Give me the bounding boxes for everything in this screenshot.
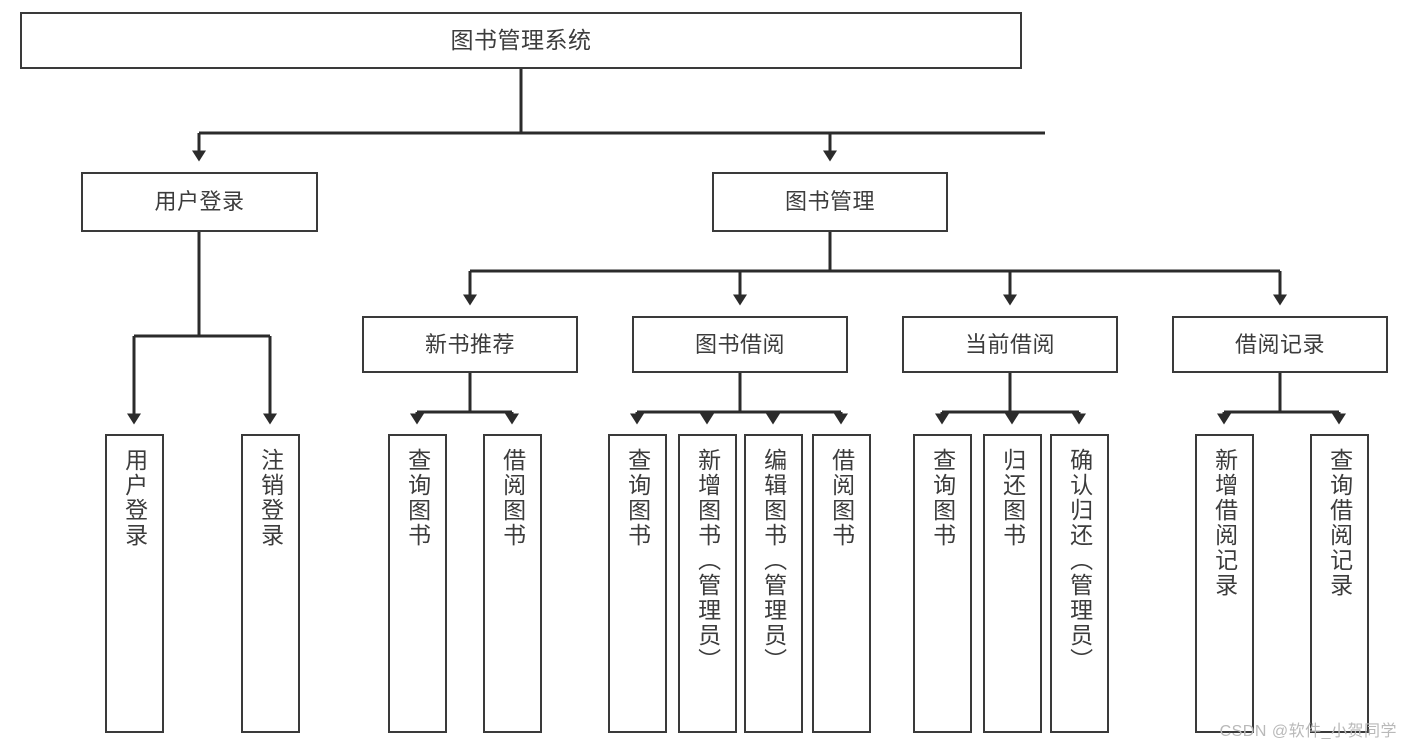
node-leaf-add-book-label: 新增图书（管理员）	[694, 448, 721, 673]
node-leaf-user-login[interactable]: 用户登录	[105, 434, 164, 733]
node-root[interactable]: 图书管理系统	[20, 12, 1022, 69]
node-leaf-borrow-book-2-label: 借阅图书	[828, 448, 855, 548]
node-leaf-confirm-return-label: 确认归还（管理员）	[1066, 448, 1093, 673]
node-user-login-label: 用户登录	[154, 189, 245, 215]
node-book-borrow[interactable]: 图书借阅	[632, 316, 848, 373]
node-user-login[interactable]: 用户登录	[81, 172, 318, 232]
node-leaf-borrow-book-1[interactable]: 借阅图书	[483, 434, 542, 733]
node-borrow-record-label: 借阅记录	[1234, 331, 1325, 357]
node-leaf-query-book-3[interactable]: 查询图书	[913, 434, 972, 733]
node-leaf-query-book-1[interactable]: 查询图书	[388, 434, 447, 733]
node-leaf-borrow-book-1-label: 借阅图书	[499, 448, 526, 548]
node-leaf-query-book-3-label: 查询图书	[929, 448, 956, 548]
node-leaf-query-record-label: 查询借阅记录	[1326, 448, 1353, 598]
node-new-book-recommend-label: 新书推荐	[424, 331, 515, 357]
node-book-management-label: 图书管理	[784, 189, 875, 215]
node-leaf-edit-book[interactable]: 编辑图书（管理员）	[744, 434, 803, 733]
node-leaf-query-record[interactable]: 查询借阅记录	[1310, 434, 1369, 733]
node-leaf-add-book[interactable]: 新增图书（管理员）	[678, 434, 737, 733]
node-leaf-add-record-label: 新增借阅记录	[1211, 448, 1238, 598]
node-root-label: 图书管理系统	[450, 26, 592, 53]
node-current-borrow[interactable]: 当前借阅	[902, 316, 1118, 373]
node-leaf-query-book-2[interactable]: 查询图书	[608, 434, 667, 733]
node-leaf-user-login-label: 用户登录	[121, 448, 148, 548]
node-book-management[interactable]: 图书管理	[712, 172, 948, 232]
node-leaf-add-record[interactable]: 新增借阅记录	[1195, 434, 1254, 733]
node-current-borrow-label: 当前借阅	[964, 331, 1055, 357]
node-leaf-return-book[interactable]: 归还图书	[983, 434, 1042, 733]
node-leaf-confirm-return[interactable]: 确认归还（管理员）	[1050, 434, 1109, 733]
node-new-book-recommend[interactable]: 新书推荐	[362, 316, 578, 373]
node-leaf-user-logout-label: 注销登录	[257, 448, 284, 548]
node-leaf-borrow-book-2[interactable]: 借阅图书	[812, 434, 871, 733]
node-leaf-edit-book-label: 编辑图书（管理员）	[760, 448, 787, 673]
node-leaf-return-book-label: 归还图书	[999, 448, 1026, 548]
node-book-borrow-label: 图书借阅	[694, 331, 785, 357]
node-leaf-query-book-1-label: 查询图书	[404, 448, 431, 548]
node-leaf-query-book-2-label: 查询图书	[624, 448, 651, 548]
watermark: CSDN @软件_小贺同学	[1219, 723, 1397, 740]
node-borrow-record[interactable]: 借阅记录	[1172, 316, 1388, 373]
node-leaf-user-logout[interactable]: 注销登录	[241, 434, 300, 733]
